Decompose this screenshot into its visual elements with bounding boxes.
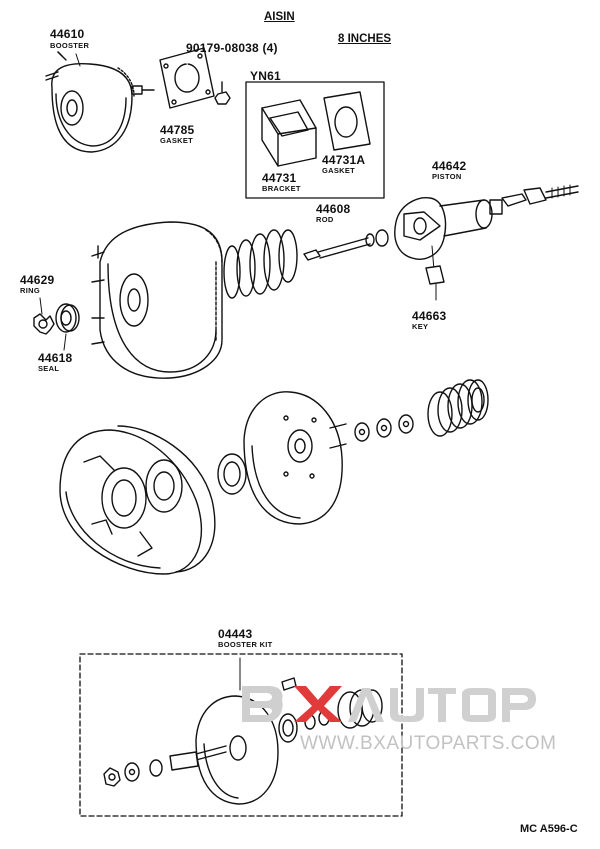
washers-drawing (354, 379, 489, 442)
nut-90179-drawing (214, 81, 231, 105)
part-name-booster-kit: BOOSTER KIT (218, 640, 273, 649)
gasket-44785-drawing (159, 47, 215, 109)
header-brand: AISIN (264, 11, 295, 23)
part-name-rod: ROD (316, 215, 334, 224)
spring-drawing (223, 229, 298, 299)
booster-kit-box (79, 653, 403, 817)
part-name-gasket: GASKET (160, 136, 194, 145)
part-number-44731: 44731 (262, 171, 297, 185)
booster-small-drawing (45, 51, 155, 153)
piston-44642-drawing (394, 184, 579, 260)
part-number-44785: 44785 (160, 123, 195, 137)
bxautoparts-logo (242, 686, 536, 722)
diaphragm-plate-drawing (217, 391, 347, 525)
watermark-url: WWW.BXAUTOPARTS.COM (300, 733, 557, 754)
part-number-44618: 44618 (38, 351, 73, 365)
booster-front-shell-drawing (91, 221, 223, 379)
key-44663-drawing (425, 245, 445, 301)
part-number-44731a: 44731A (322, 153, 366, 167)
header-size-note: 8 INCHES (338, 33, 392, 45)
part-number-04443: 04443 (218, 627, 253, 641)
part-name-seal: SEAL (38, 364, 60, 373)
part-name-booster: BOOSTER (50, 41, 90, 50)
ring-seal-drawing (33, 297, 80, 351)
variant-title: YN61 (250, 69, 281, 83)
figure-code: MC A596-C (520, 823, 578, 835)
part-number-44642: 44642 (432, 159, 467, 173)
part-number-44608: 44608 (316, 202, 351, 216)
yn61-variant-box (245, 81, 385, 199)
part-number-44629: 44629 (20, 273, 55, 287)
part-number-44663: 44663 (412, 309, 447, 323)
part-name-ring: RING (20, 286, 40, 295)
part-number-44610: 44610 (50, 27, 85, 41)
part-name-key: KEY (412, 322, 429, 331)
part-name-piston: PISTON (432, 172, 462, 181)
part-name-gasket-a: GASKET (322, 166, 356, 175)
rod-44608-drawing (303, 229, 389, 261)
booster-rear-shell-drawing (59, 425, 216, 575)
part-name-bracket: BRACKET (262, 184, 301, 193)
part-number-90179: 90179-08038 (4) (186, 41, 278, 55)
